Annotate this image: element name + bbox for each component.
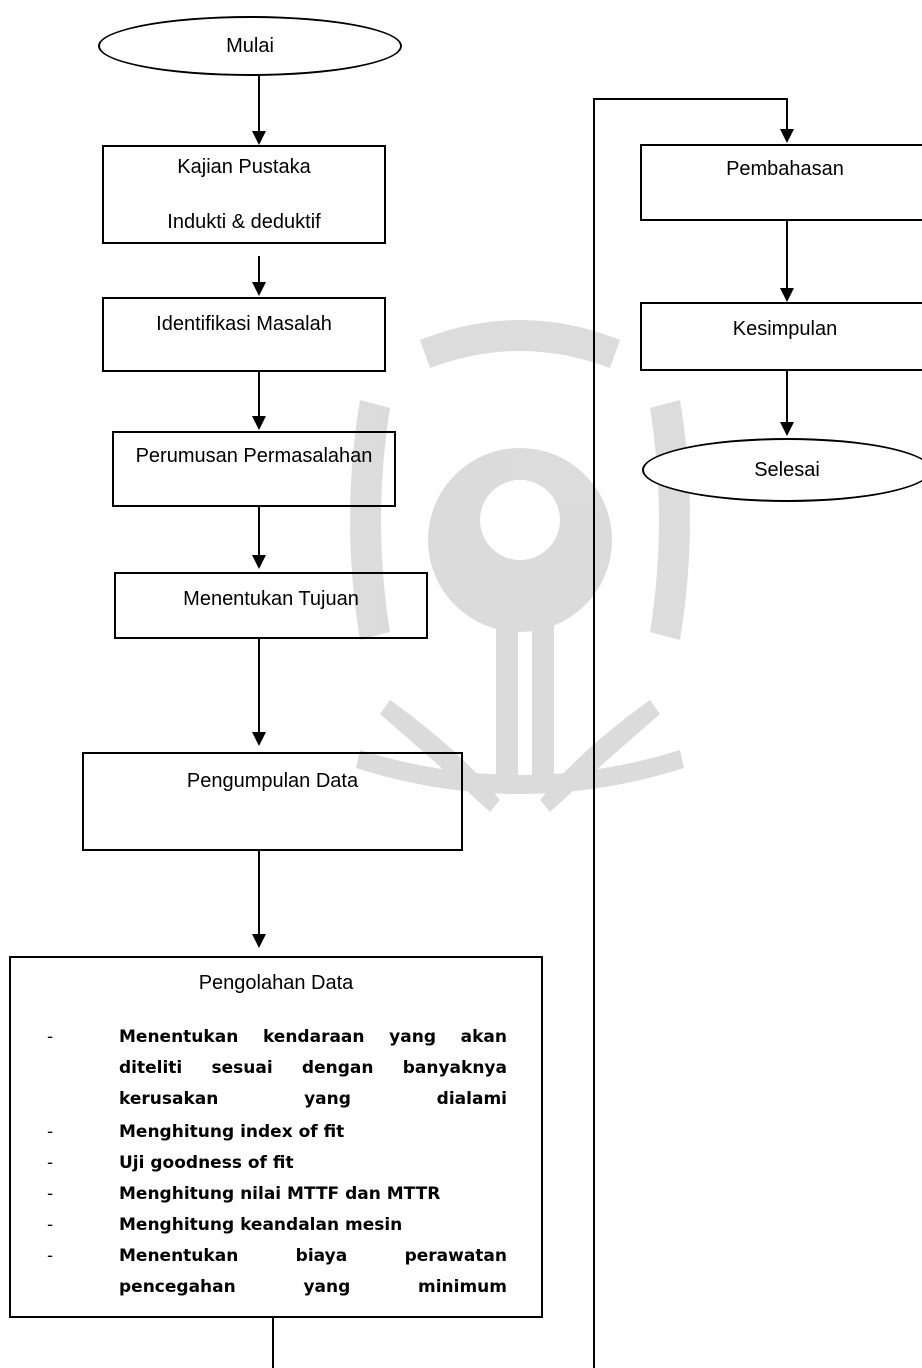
end-label: Selesai (754, 458, 820, 481)
arrow-down-icon (780, 129, 794, 143)
perumusan-permasalahan-label: Perumusan Permasalahan (135, 445, 373, 467)
kajian-pustaka-sublabel: Indukti & deduktif (167, 211, 321, 233)
start-label: Mulai (226, 34, 274, 57)
step-item: - Menghitung index of fit (47, 1122, 345, 1142)
connector-line (258, 851, 260, 935)
step-item: - Menentukan kendaraan yang akan ditelit… (47, 1027, 507, 1109)
pengolahan-data-title: Pengolahan Data (198, 972, 354, 994)
university-seal-watermark (350, 320, 690, 812)
perumusan-permasalahan-box: Perumusan Permasalahan (112, 431, 396, 507)
kesimpulan-box: Kesimpulan (640, 302, 922, 371)
menentukan-tujuan-box: Menentukan Tujuan (114, 572, 428, 639)
pembahasan-label: Pembahasan (726, 158, 844, 180)
start-terminal: Mulai (98, 16, 402, 76)
pengumpulan-data-label: Pengumpulan Data (186, 770, 359, 792)
connector-line (786, 371, 788, 423)
pengumpulan-data-box: Pengumpulan Data (82, 752, 463, 851)
step-item: - Uji goodness of fit (47, 1153, 294, 1173)
connector-line (258, 256, 260, 282)
pembahasan-box: Pembahasan (640, 144, 922, 221)
arrow-down-icon (780, 288, 794, 302)
end-terminal: Selesai (642, 438, 922, 502)
arrow-down-icon (252, 555, 266, 569)
step-item: - Menghitung keandalan mesin (47, 1215, 403, 1235)
step-item: - Menentukan biaya perawatan pencegahan … (47, 1246, 507, 1297)
identifikasi-masalah-label: Identifikasi Masalah (156, 313, 332, 335)
connector-line (258, 372, 260, 417)
step-item: - Menghitung nilai MTTF dan MTTR (47, 1184, 441, 1204)
pengolahan-data-box: Pengolahan Data - Menentukan kendaraan y… (9, 956, 543, 1318)
connector-line (258, 76, 260, 132)
kajian-pustaka-box: Kajian Pustaka Indukti & deduktif (102, 145, 386, 244)
kesimpulan-label: Kesimpulan (732, 318, 838, 340)
identifikasi-masalah-box: Identifikasi Masalah (102, 297, 386, 372)
arrow-down-icon (252, 282, 266, 296)
connector-line (593, 98, 788, 100)
kajian-pustaka-label: Kajian Pustaka (177, 156, 311, 178)
connector-line (593, 98, 595, 1368)
menentukan-tujuan-label: Menentukan Tujuan (183, 588, 359, 610)
connector-line (786, 221, 788, 289)
connector-line (258, 507, 260, 556)
connector-line (258, 639, 260, 733)
arrow-down-icon (252, 732, 266, 746)
arrow-down-icon (780, 422, 794, 436)
arrow-down-icon (252, 416, 266, 430)
connector-line (786, 98, 788, 130)
arrow-down-icon (252, 131, 266, 145)
arrow-down-icon (252, 934, 266, 948)
connector-line (272, 1318, 274, 1368)
